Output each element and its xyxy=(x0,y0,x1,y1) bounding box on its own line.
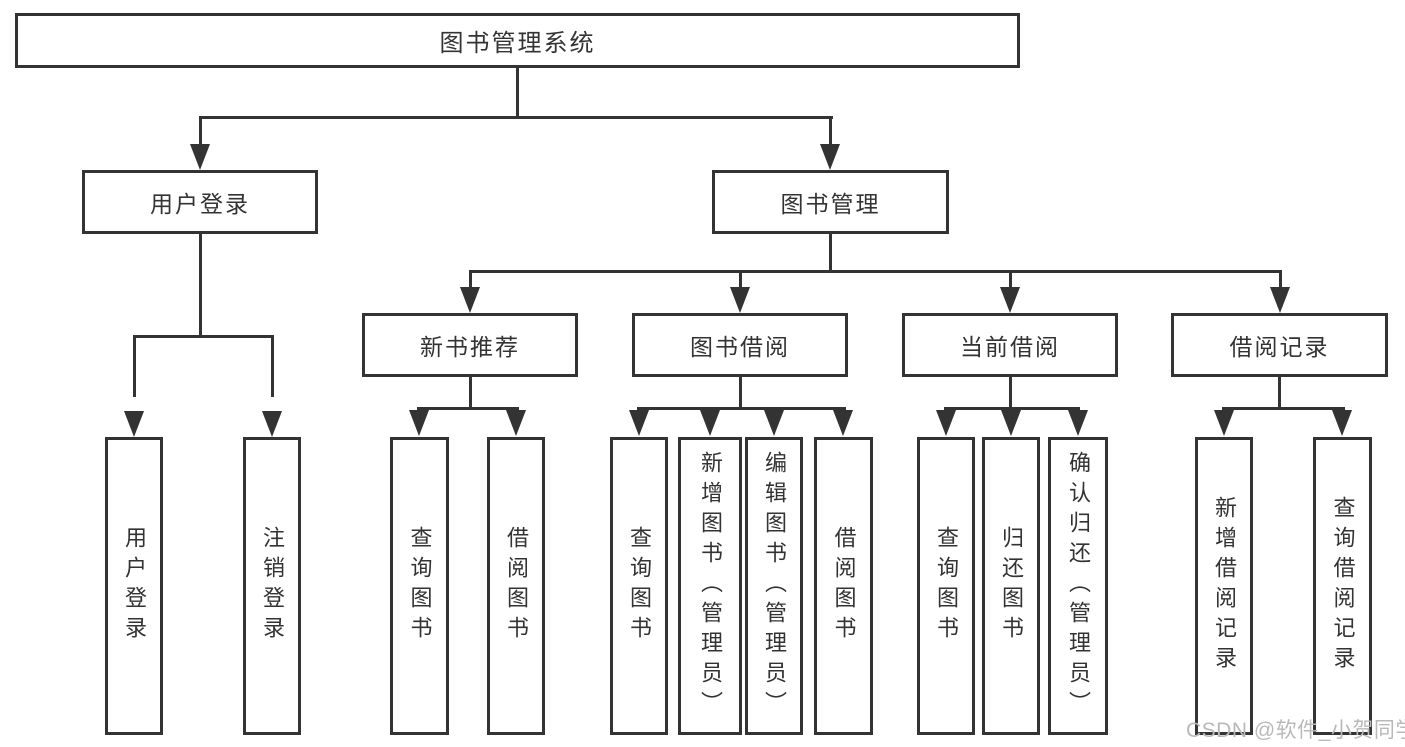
arrow-down-icon xyxy=(124,411,144,437)
leaf-label: 查询借阅记录 xyxy=(1330,496,1356,676)
arrow-down-icon xyxy=(1001,410,1021,436)
arrow-down-icon xyxy=(1270,287,1290,313)
node-label: 新书推荐 xyxy=(420,334,520,360)
connector-root-crossbar xyxy=(199,116,833,119)
node-label: 用户登录 xyxy=(150,191,250,217)
arrow-down-icon xyxy=(1000,287,1020,313)
leaf-borrow-books-borrowing: 借阅图书 xyxy=(814,437,873,735)
leaf-label: 用户登录 xyxy=(122,526,147,646)
arrow-down-icon xyxy=(506,410,526,436)
node-label: 图书借阅 xyxy=(690,334,790,360)
leaf-add-books-admin: 新增图书（管理员） xyxy=(678,437,742,735)
leaf-query-books-recommend: 查询图书 xyxy=(390,437,449,735)
connector-stem xyxy=(469,377,472,410)
arrow-down-icon xyxy=(409,410,429,436)
connector-book-management-stem xyxy=(829,234,832,273)
connector-drop xyxy=(271,335,274,397)
arrow-down-icon xyxy=(820,144,840,170)
node-borrowing-records: 借阅记录 xyxy=(1171,313,1388,377)
leaf-add-borrow-record: 新增借阅记录 xyxy=(1195,437,1253,735)
leaf-label: 编辑图书（管理员） xyxy=(762,451,787,721)
arrow-down-icon xyxy=(833,410,853,436)
arrow-down-icon xyxy=(730,287,750,313)
connector-user-login-stem xyxy=(199,234,202,338)
leaf-label: 查询图书 xyxy=(627,526,652,646)
connector-book-management-crossbar xyxy=(469,270,1282,273)
leaf-borrow-books-recommend: 借阅图书 xyxy=(487,437,545,735)
connector-drop xyxy=(739,270,742,290)
node-label: 图书管理系统 xyxy=(439,30,596,57)
connector-crossbar xyxy=(1222,407,1345,410)
leaf-label: 查询图书 xyxy=(407,526,433,646)
leaf-query-books-current: 查询图书 xyxy=(917,437,975,735)
connector-drop-book-management xyxy=(829,116,832,146)
connector-drop-user-login xyxy=(199,116,202,146)
leaf-label: 查询图书 xyxy=(934,526,959,646)
node-book-management: 图书管理 xyxy=(712,170,949,234)
arrow-down-icon xyxy=(262,411,282,437)
connector-crossbar xyxy=(944,407,1080,410)
leaf-label: 注销登录 xyxy=(260,526,285,646)
arrow-down-icon xyxy=(629,410,649,436)
node-new-book-recommendation: 新书推荐 xyxy=(362,313,578,377)
node-label: 借阅记录 xyxy=(1229,334,1330,360)
arrow-down-icon xyxy=(1068,410,1088,436)
connector-stem xyxy=(1009,377,1012,410)
connector-stem xyxy=(739,377,742,410)
leaf-logout: 注销登录 xyxy=(243,437,301,735)
connector-crossbar xyxy=(417,407,519,410)
node-library-management-system: 图书管理系统 xyxy=(15,13,1020,68)
arrow-down-icon xyxy=(1214,410,1234,436)
node-label: 当前借阅 xyxy=(960,334,1060,360)
leaf-label: 归还图书 xyxy=(999,526,1024,646)
leaf-label: 借阅图书 xyxy=(504,526,529,646)
connector-drop xyxy=(1279,270,1282,290)
connector-drop xyxy=(1009,270,1012,290)
node-current-borrowing: 当前借阅 xyxy=(902,313,1118,377)
connector-user-login-crossbar xyxy=(133,335,274,338)
connector-drop xyxy=(133,335,136,397)
node-user-login: 用户登录 xyxy=(82,170,318,234)
leaf-query-borrow-record: 查询借阅记录 xyxy=(1313,437,1372,735)
leaf-label: 确认归还（管理员） xyxy=(1066,451,1091,721)
arrow-down-icon xyxy=(936,410,956,436)
leaf-return-books: 归还图书 xyxy=(982,437,1040,735)
connector-drop xyxy=(469,270,472,290)
connector-stem xyxy=(1278,377,1281,410)
leaf-query-books-borrowing: 查询图书 xyxy=(610,437,668,735)
leaf-label: 新增图书（管理员） xyxy=(698,451,723,721)
arrow-down-icon xyxy=(764,410,784,436)
leaf-user-login: 用户登录 xyxy=(105,437,163,735)
arrow-down-icon xyxy=(700,410,720,436)
leaf-edit-books-admin: 编辑图书（管理员） xyxy=(745,437,803,735)
leaf-label: 借阅图书 xyxy=(831,526,857,646)
arrow-down-icon xyxy=(190,144,210,170)
leaf-label: 新增借阅记录 xyxy=(1212,496,1237,676)
node-label: 图书管理 xyxy=(780,191,881,217)
leaf-confirm-return-admin: 确认归还（管理员） xyxy=(1048,437,1108,735)
node-book-borrowing: 图书借阅 xyxy=(632,313,848,377)
connector-root-stem xyxy=(516,68,519,119)
arrow-down-icon xyxy=(1332,410,1352,436)
connector-crossbar xyxy=(637,407,846,410)
watermark: CSDN @软件_小贺同学 xyxy=(1186,719,1405,742)
arrow-down-icon xyxy=(460,287,480,313)
